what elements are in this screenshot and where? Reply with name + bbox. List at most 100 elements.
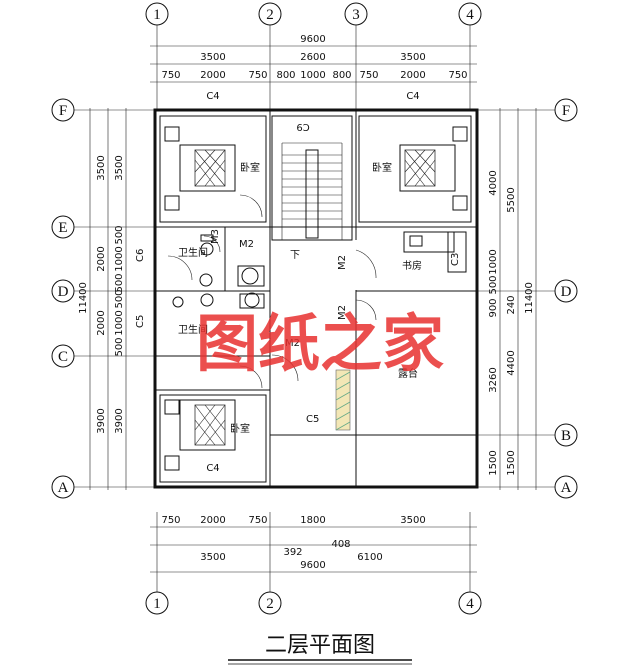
dim-left-detail-3: 1000: [114, 246, 125, 271]
bedroom-top-left: [159, 115, 267, 223]
window-tag-c9: C9: [296, 121, 309, 132]
axis-label-4-top: 4: [466, 7, 474, 23]
door-tag-m2-upper: M2: [239, 239, 254, 250]
dim-bottom-detail-3: 750: [248, 515, 267, 526]
dim-right-detail-2: 1000: [488, 249, 499, 274]
dim-left-detail-2: 500: [114, 225, 125, 244]
balcony-projection: [269, 434, 478, 488]
dim-left-mid-2: 2000: [96, 246, 107, 271]
window-tag-c4-bottom: C4: [206, 463, 219, 474]
dim-top-detail-3: 750: [248, 70, 267, 81]
dim-left-detail-1: 3500: [114, 155, 125, 180]
dim-right-detail-1: 4000: [488, 170, 499, 195]
door-tag-m2-bottom: M2: [285, 338, 300, 349]
dim-bottom-detail-4: 1800: [300, 515, 325, 526]
dimensions-top: 9600 3500 2600 3500 750 2000 750 800 100…: [150, 34, 477, 83]
dimensions-bottom: 750 2000 750 1800 3500 3500 392 408 6100…: [150, 512, 477, 592]
dim-top-detail-2: 2000: [200, 70, 225, 81]
dim-right-detail-3: 500: [488, 275, 499, 294]
axis-markers-right: F D B A: [477, 98, 578, 499]
dim-bottom-detail-5: 3500: [400, 515, 425, 526]
door-tag-m3: M3: [210, 229, 221, 244]
window-tag-c4-top-right: C4: [406, 91, 419, 102]
room-label-bedroom-top-left: 卧室: [240, 161, 260, 174]
axis-markers-left: F E D C A: [51, 98, 155, 499]
dim-bottom-mid-3: 408: [331, 539, 350, 550]
axis-label-1-bottom: 1: [153, 596, 161, 612]
room-label-bathroom-upper: 卫生间: [178, 246, 208, 259]
bathroom-fixtures: [167, 234, 265, 309]
dim-bottom-mid-1: 3500: [200, 552, 225, 563]
dim-left-detail-5: 500: [114, 289, 125, 308]
axis-label-C-left: C: [58, 349, 68, 365]
axis-label-2-bottom: 2: [266, 596, 274, 612]
dim-right-mid-2: 240: [506, 295, 517, 314]
door-tag-m2-lower: M2: [337, 305, 348, 320]
axis-label-F-left: F: [59, 103, 67, 119]
room-label-balcony: 露台: [398, 367, 418, 380]
dim-top-detail-5: 1000: [300, 70, 325, 81]
window-tag-c5-left: C5: [135, 315, 146, 328]
dimensions-right: 4000 1000 500 900 3260 1500 5500 240 440…: [488, 108, 537, 490]
axis-circle-4-bottom: [458, 591, 482, 615]
dim-right-detail-5: 3260: [488, 367, 499, 392]
dim-left-mid-3: 2000: [96, 310, 107, 335]
room-label-study: 书房: [402, 259, 422, 272]
watermark-text: 图纸之家: [196, 307, 444, 380]
window-tag-c3: C3: [450, 253, 461, 266]
axis-label-A-left: A: [58, 480, 69, 496]
dim-right-mid-4: 1500: [506, 450, 517, 475]
building-walls: [153, 108, 479, 489]
bed-bottom-left: [164, 399, 236, 471]
window-tag-c6: C6: [135, 249, 146, 262]
room-label-bathroom-lower: 卫生间: [178, 323, 208, 336]
axis-label-D-left: D: [58, 284, 69, 300]
dim-right-total: 11400: [524, 282, 535, 314]
dim-bottom-mid-4: 6100: [357, 552, 382, 563]
dim-top-mid-1: 3500: [200, 52, 225, 63]
axis-markers-top: 1 2 3 4: [145, 2, 482, 110]
bedroom-top-right: [358, 115, 472, 223]
window-tag-c5-bottom: C5: [306, 414, 319, 425]
railing-hatch: [335, 369, 351, 431]
dim-right-mid-1: 5500: [506, 187, 517, 212]
room-label-bedroom-bottom-left: 卧室: [230, 422, 250, 435]
axis-label-3-top: 3: [352, 7, 360, 23]
study-desk: [403, 231, 467, 273]
axis-circle-1-bottom: [145, 591, 169, 615]
dim-right-detail-6: 1500: [488, 450, 499, 475]
dim-left-mid-4: 3900: [96, 408, 107, 433]
dim-top-mid-2: 2600: [300, 52, 325, 63]
bed-top-right: [399, 126, 468, 211]
axis-label-F-right: F: [562, 103, 570, 119]
dim-bottom-detail-2: 2000: [200, 515, 225, 526]
axis-label-4-bottom: 4: [466, 596, 474, 612]
dim-left-mid-1: 3500: [96, 155, 107, 180]
dim-left-detail-4: 500: [114, 273, 125, 292]
dim-left-detail-6: 1000: [114, 310, 125, 335]
stair-down-label: 下: [290, 250, 300, 261]
dim-bottom-detail-1: 750: [161, 515, 180, 526]
axis-label-1-top: 1: [153, 7, 161, 23]
dim-bottom-total: 9600: [300, 560, 325, 571]
stair-treads: [281, 142, 343, 240]
bedroom-bottom-left: [159, 394, 267, 483]
drawing-title: 二层平面图: [265, 633, 375, 658]
dim-bottom-mid-2: 392: [283, 547, 302, 558]
dim-top-detail-4: 800: [276, 70, 295, 81]
axis-label-E-left: E: [58, 220, 67, 236]
axis-markers-bottom: 1 2 4: [145, 591, 482, 615]
dim-top-detail-1: 750: [161, 70, 180, 81]
dimensions-left: 11400 3500 2000 2000 3900 3500 500 1000 …: [78, 108, 127, 490]
axis-label-2-top: 2: [266, 7, 274, 23]
door-swings: [203, 194, 377, 389]
axis-label-D-right: D: [561, 284, 572, 300]
dim-left-detail-8: 3900: [114, 408, 125, 433]
axis-label-A-right: A: [561, 480, 572, 496]
axis-label-B-right: B: [561, 428, 571, 444]
dim-left-total: 11400: [78, 282, 89, 314]
axis-circle-2-bottom: [258, 591, 282, 615]
dim-top-detail-6: 800: [332, 70, 351, 81]
dim-top-detail-9: 750: [448, 70, 467, 81]
